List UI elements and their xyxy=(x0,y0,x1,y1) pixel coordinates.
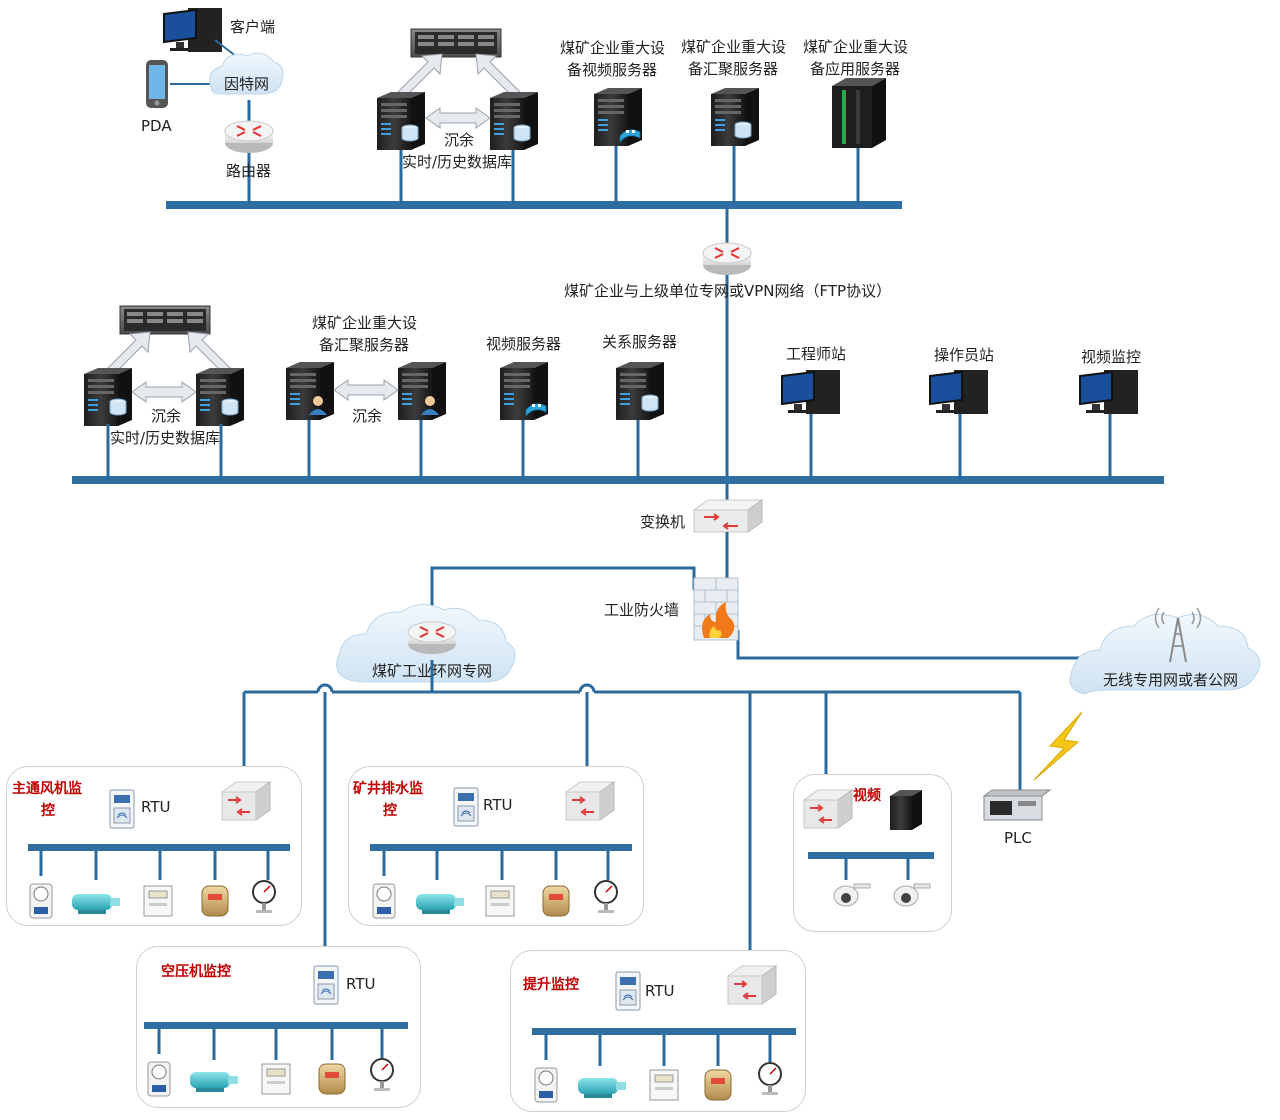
agg-mid-redundant-label: 沉余 xyxy=(352,407,383,425)
switch-label: 变换机 xyxy=(640,513,686,531)
hoist-panel-title: 提升监控 xyxy=(523,977,579,993)
agg-server-top-label-1: 煤矿企业重大设 xyxy=(681,38,787,56)
drain-rtu-label: RTU xyxy=(483,796,513,814)
core-switch-icon xyxy=(692,499,764,533)
wireless-link-icon xyxy=(1033,711,1083,781)
router-icon xyxy=(224,120,274,154)
video-monitor-station-icon xyxy=(1079,369,1139,415)
db-server-1-icon xyxy=(377,92,425,150)
db-server-mid-1-icon xyxy=(84,368,132,426)
internet-label: 因特网 xyxy=(224,75,270,93)
aggregation-server-mid-2-icon xyxy=(398,362,446,420)
relation-server-icon xyxy=(616,362,664,420)
video-server-mid-icon xyxy=(500,362,548,420)
compressor-panel-title: 空压机监控 xyxy=(161,964,231,980)
application-server-icon xyxy=(832,78,886,148)
ring-network-label: 煤矿工业环网专网 xyxy=(372,662,493,680)
internet-cloud-icon xyxy=(209,52,284,95)
top-redundant-label: 沉余 xyxy=(444,131,475,149)
ring-router-icon xyxy=(407,621,457,655)
storage-rack-icon xyxy=(410,28,502,58)
wan-router-icon xyxy=(702,242,752,276)
fan-panel-title-2: 控 xyxy=(41,803,55,819)
mid-redundant-label: 沉余 xyxy=(151,407,182,425)
engineer-station-icon xyxy=(781,369,841,415)
aggregation-server-top-icon xyxy=(711,88,759,146)
video-server-top-icon xyxy=(594,88,642,146)
router-label: 路由器 xyxy=(226,162,272,180)
hoist-rtu-label: RTU xyxy=(645,982,675,1000)
operator-station-icon xyxy=(929,369,989,415)
drain-panel-title-1: 矿井排水监 xyxy=(353,781,423,797)
compressor-rtu-label: RTU xyxy=(346,975,376,993)
fan-rtu-label: RTU xyxy=(141,798,171,816)
app-server-label-2: 备应用服务器 xyxy=(810,60,901,78)
firewall-icon xyxy=(693,577,739,641)
video-server-top-label-1: 煤矿企业重大设 xyxy=(560,39,666,57)
plc-icon xyxy=(982,789,1052,821)
pda-icon xyxy=(146,60,168,108)
client-pc-icon xyxy=(163,7,223,53)
top-bus xyxy=(166,201,902,209)
top-db-label: 实时/历史数据库 xyxy=(402,153,513,171)
middle-bus xyxy=(72,476,1164,484)
video-server-mid-label: 视频服务器 xyxy=(486,335,562,353)
agg-server-mid-label-1: 煤矿企业重大设 xyxy=(312,314,418,332)
fan-panel-title-1: 主通风机监 xyxy=(12,781,82,797)
app-server-label-1: 煤矿企业重大设 xyxy=(803,38,909,56)
video-monitor-label: 视频监控 xyxy=(1081,348,1142,366)
db-server-2-icon xyxy=(490,92,538,150)
mid-db-label: 实时/历史数据库 xyxy=(110,429,221,447)
agg-server-mid-label-2: 备汇聚服务器 xyxy=(319,336,410,354)
firewall-label: 工业防火墙 xyxy=(604,601,680,619)
antenna-tower-icon xyxy=(1154,607,1202,663)
video-panel-title: 视频 xyxy=(853,788,881,804)
engineer-station-label: 工程师站 xyxy=(786,345,847,363)
aggregation-server-mid-1-icon xyxy=(286,362,334,420)
agg-server-top-label-2: 备汇聚服务器 xyxy=(688,60,779,78)
client-label: 客户端 xyxy=(230,18,276,36)
video-server-top-label-2: 备视频服务器 xyxy=(567,61,658,79)
plc-label: PLC xyxy=(1004,829,1032,847)
wireless-label: 无线专用网或者公网 xyxy=(1103,671,1239,689)
drain-panel-title-2: 控 xyxy=(383,803,397,819)
storage-rack-mid-icon xyxy=(119,305,211,335)
pda-label: PDA xyxy=(141,117,172,135)
db-server-mid-2-icon xyxy=(196,368,244,426)
operator-station-label: 操作员站 xyxy=(934,346,995,364)
wan-label: 煤矿企业与上级单位专网或VPN网络（FTP协议） xyxy=(564,282,892,300)
wireless-cloud-icon xyxy=(1069,613,1261,695)
relation-server-label: 关系服务器 xyxy=(602,333,678,351)
